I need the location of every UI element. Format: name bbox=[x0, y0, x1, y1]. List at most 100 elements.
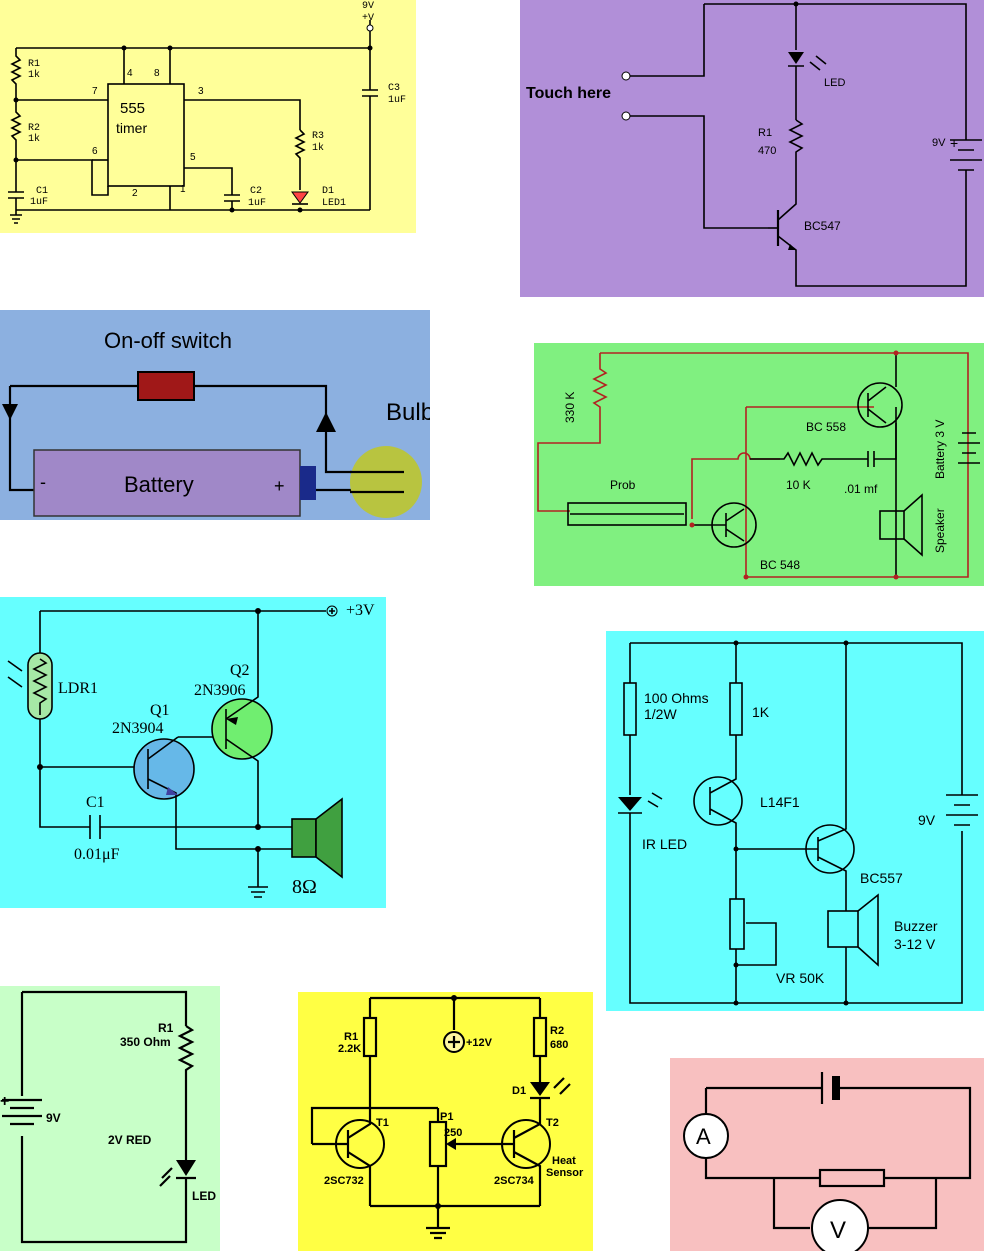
d1-value: LED1 bbox=[322, 198, 346, 209]
heat-label: Heat bbox=[552, 1155, 576, 1167]
d1-label: D1 bbox=[322, 186, 334, 197]
panel-ldr-circuit: +3V Q2 2N3906 LDR1 Q1 2N3904 C1 0.01μF 8… bbox=[0, 597, 386, 908]
panel-555-timer-circuit: 9V +V R1 1k R2 1k R3 1k C1 1uF C2 1uF C3… bbox=[0, 0, 416, 233]
r1-value: 470 bbox=[758, 145, 776, 157]
r3-value: 1k bbox=[312, 142, 324, 154]
led-label: LED bbox=[824, 77, 845, 89]
d1-label: D1 bbox=[512, 1085, 526, 1097]
schematic-ldr: +3V Q2 2N3906 LDR1 Q1 2N3904 C1 0.01μF 8… bbox=[7, 602, 375, 898]
battery-label: Battery 3 V bbox=[933, 420, 947, 479]
voltmeter-label: V bbox=[830, 1217, 846, 1244]
q2-label: Q2 bbox=[230, 662, 250, 679]
arrow-up-icon bbox=[316, 412, 336, 432]
pin-4: 4 bbox=[127, 68, 133, 79]
bc558-label: BC 558 bbox=[806, 420, 846, 434]
panel-battery-bulb-circuit: On-off switch Battery - + Bulb bbox=[0, 310, 430, 520]
r1-value: 350 Ohm bbox=[120, 1035, 171, 1049]
r2-label: R2 bbox=[28, 123, 40, 134]
q1-type: 2N3904 bbox=[112, 720, 164, 737]
pin-7: 7 bbox=[92, 86, 98, 97]
supply-label: +12V bbox=[466, 1037, 493, 1049]
battery-body bbox=[33, 449, 301, 517]
supply-label: +3V bbox=[346, 602, 375, 619]
panel-led-circuit: R1 350 Ohm + 9V 2V RED LED bbox=[0, 986, 220, 1251]
r1-label: R1 bbox=[158, 1021, 174, 1035]
c1-value: 1uF bbox=[30, 197, 48, 208]
pin-1: 1 bbox=[180, 184, 186, 195]
pin-3: 3 bbox=[198, 86, 204, 97]
bc557-label: BC557 bbox=[860, 870, 903, 886]
schematic-bulb: On-off switch Battery - + Bulb bbox=[2, 328, 430, 518]
battery-minus: - bbox=[40, 472, 46, 492]
schematic-touch: Touch here LED R1 470 9V + BC547 bbox=[526, 1, 982, 287]
switch-label: On-off switch bbox=[104, 328, 232, 353]
speaker-label: Speaker bbox=[933, 508, 947, 553]
bc548-label: BC 548 bbox=[760, 558, 800, 572]
r2-label: R2 bbox=[550, 1025, 564, 1037]
buzzer-label: Buzzer bbox=[894, 918, 938, 934]
probe-label: Prob bbox=[610, 478, 636, 492]
bulb-label: Bulb bbox=[386, 399, 430, 426]
l14f1-label: L14F1 bbox=[760, 794, 800, 810]
sensor-label: Sensor bbox=[546, 1167, 584, 1179]
battery-label: 9V bbox=[932, 137, 946, 149]
panel-ir-detector-circuit: 100 Ohms 1/2W 1K L14F1 9V IR LED BC557 B… bbox=[606, 631, 984, 1011]
pin-6: 6 bbox=[92, 146, 98, 157]
c1-value: 0.01μF bbox=[74, 846, 120, 863]
schematic-ir: 100 Ohms 1/2W 1K L14F1 9V IR LED BC557 B… bbox=[618, 640, 978, 1006]
schematic-led: R1 350 Ohm + 9V 2V RED LED bbox=[0, 990, 216, 1244]
battery-plus: + bbox=[0, 1093, 9, 1110]
supply-plus-label: +V bbox=[362, 13, 374, 24]
r1-value: 2.2K bbox=[338, 1043, 361, 1055]
ldr-label: LDR1 bbox=[58, 680, 98, 697]
pin-5: 5 bbox=[190, 152, 196, 163]
q2-type: 2N3906 bbox=[194, 682, 246, 699]
r1-value: 1k bbox=[28, 69, 40, 81]
p1-value: 250 bbox=[444, 1127, 462, 1139]
led-color-label: 2V RED bbox=[108, 1133, 152, 1147]
transistor-label: BC547 bbox=[804, 219, 841, 233]
schematic-meter: A V bbox=[683, 1072, 972, 1251]
pin-2: 2 bbox=[132, 188, 138, 199]
led-label: LED bbox=[192, 1189, 216, 1203]
ammeter-label: A bbox=[696, 1124, 711, 1149]
schematic-heat: R1 2.2K +12V R2 680 D1 T1 P1 250 T2 Heat… bbox=[310, 995, 584, 1240]
r1k-label: 1K bbox=[752, 704, 770, 720]
r100-watt: 1/2W bbox=[644, 706, 677, 722]
battery-plus: + bbox=[274, 476, 285, 496]
r1-label: R1 bbox=[28, 59, 40, 70]
battery-label: Battery bbox=[124, 472, 194, 497]
t1-model: 2SC732 bbox=[324, 1175, 364, 1187]
ir-led-label: IR LED bbox=[642, 836, 687, 852]
t2-label: T2 bbox=[546, 1117, 559, 1129]
buzzer-voltage: 3-12 V bbox=[894, 936, 936, 952]
cap-label: .01 mf bbox=[844, 482, 878, 496]
switch-icon bbox=[137, 371, 195, 401]
r1-label: R1 bbox=[758, 127, 772, 139]
battery-terminal bbox=[300, 466, 316, 500]
c2-value: 1uF bbox=[248, 198, 266, 209]
speaker-ohm: 8Ω bbox=[292, 876, 317, 898]
r330-label: 330 K bbox=[563, 392, 577, 423]
arrow-down-icon bbox=[2, 404, 18, 420]
vr-label: VR 50K bbox=[776, 970, 825, 986]
panel-heat-sensor-circuit: R1 2.2K +12V R2 680 D1 T1 P1 250 T2 Heat… bbox=[298, 992, 593, 1251]
c2-label: C2 bbox=[250, 186, 262, 197]
battery-plus: + bbox=[950, 135, 958, 151]
r3-label: R3 bbox=[312, 131, 324, 142]
r100-label: 100 Ohms bbox=[644, 690, 709, 706]
supply-voltage-label: 9V bbox=[362, 1, 374, 12]
r2-value: 680 bbox=[550, 1039, 568, 1051]
schematic-probe: 330 K BC 558 Battery 3 V 10 K .01 mf Pro… bbox=[537, 350, 980, 580]
c3-value: 1uF bbox=[388, 95, 406, 106]
chip-name: 555 bbox=[120, 100, 145, 117]
touch-here-label: Touch here bbox=[526, 85, 611, 102]
battery-label: 9V bbox=[46, 1111, 61, 1125]
c3-label: C3 bbox=[388, 83, 400, 94]
p1-label: P1 bbox=[440, 1111, 453, 1123]
r2-value: 1k bbox=[28, 133, 40, 145]
battery-label: 9V bbox=[918, 812, 936, 828]
ammeter-icon bbox=[683, 1113, 729, 1159]
r10k-label: 10 K bbox=[786, 478, 811, 492]
t1-label: T1 bbox=[376, 1117, 389, 1129]
